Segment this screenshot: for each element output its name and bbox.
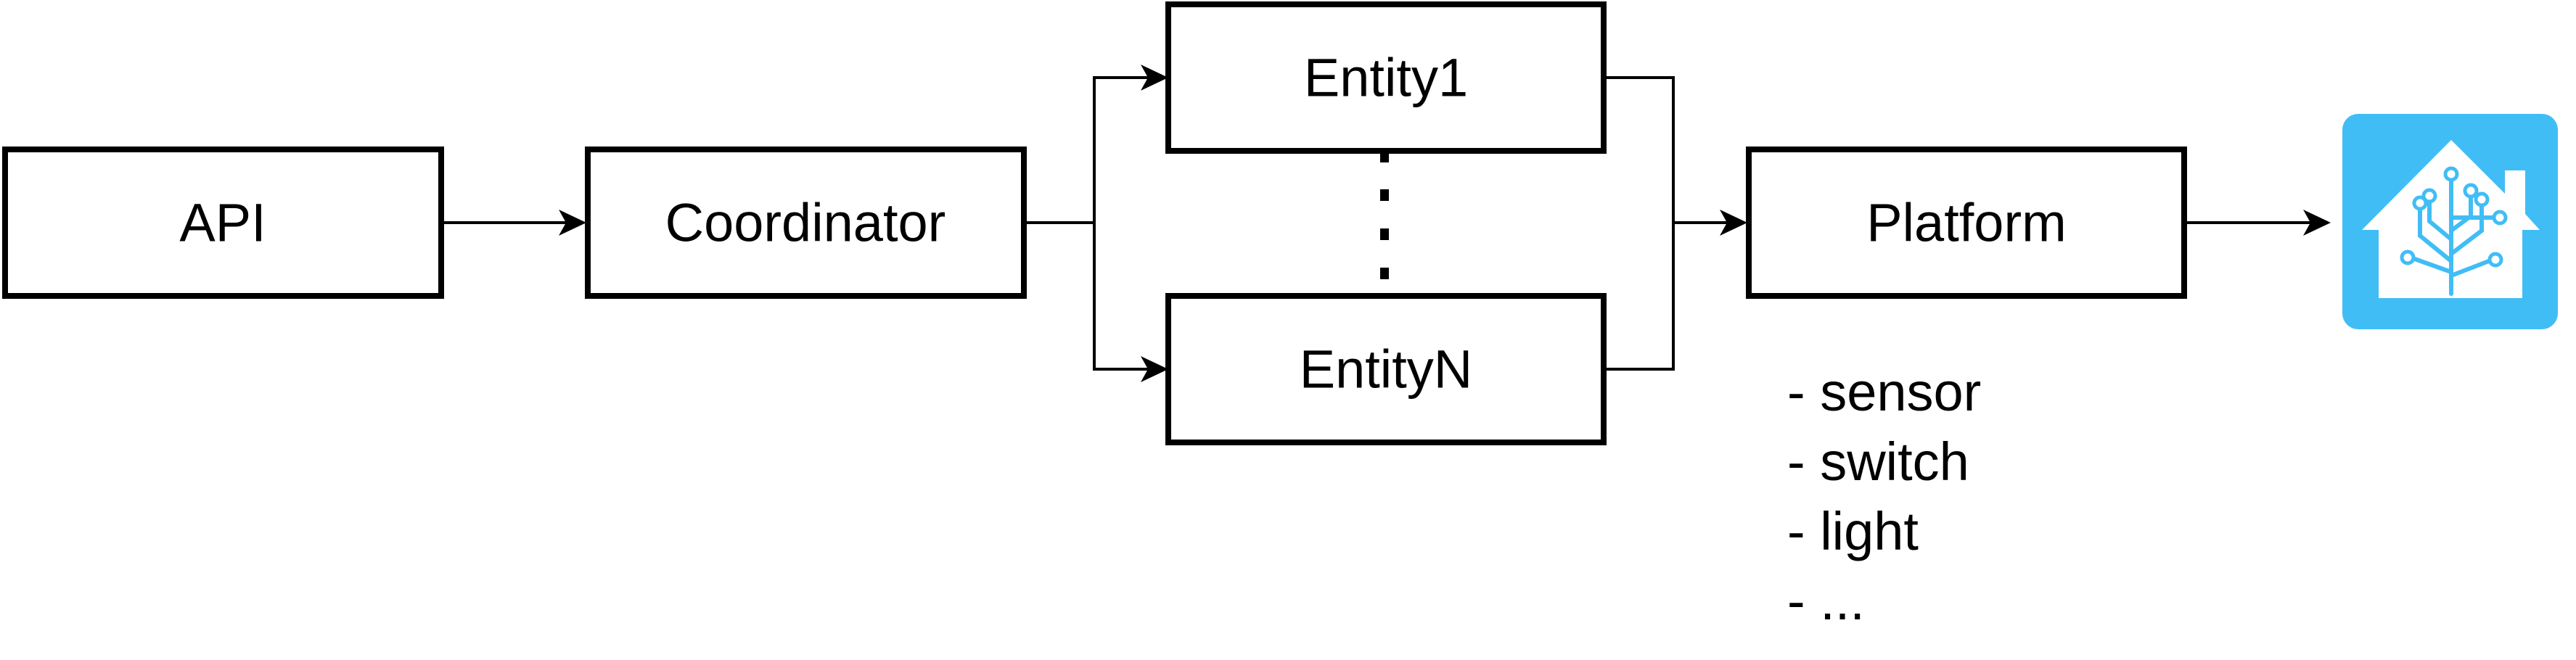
logo-tree-nodes: [2400, 166, 2508, 268]
arrowhead-home-assistant: [2303, 210, 2331, 236]
logo-node: [2412, 195, 2428, 211]
platform-type-item: - light: [1787, 501, 1919, 561]
node-entity-last-box: [1165, 293, 1607, 445]
node-coordinator-label: Coordinator: [665, 193, 946, 253]
node-api-box: [2, 147, 444, 299]
node-entity-last-label: EntityN: [1300, 339, 1473, 400]
logo-tree-branch: [2408, 255, 2453, 274]
ellipsis-dot: [1380, 228, 1389, 240]
node-entity-last: EntityN: [1165, 293, 1607, 445]
ellipsis-dot: [1380, 268, 1389, 279]
logo-tree-branch: [2427, 197, 2453, 242]
home-assistant-icon: [2342, 114, 2558, 329]
logo-node: [2463, 183, 2479, 199]
platform-type-item: - ...: [1787, 571, 1865, 631]
arrowhead-entity-last: [1141, 356, 1168, 382]
ellipsis-dot: [1380, 189, 1389, 201]
node-api: API: [2, 147, 444, 299]
node-entity-first-label: Entity1: [1304, 48, 1468, 108]
logo-tree-branch: [2449, 257, 2495, 278]
connector-entities-platform: [1605, 76, 1730, 371]
node-platform: Platform: [1746, 147, 2187, 299]
logo-node: [2421, 188, 2437, 204]
node-api-label: API: [179, 193, 266, 253]
node-entity-first-box: [1165, 1, 1607, 154]
logo-node: [2400, 249, 2416, 265]
platform-type-list: - sensor - switch - light - ...: [1787, 362, 1981, 631]
platform-type-item: - switch: [1787, 432, 1969, 492]
arrowhead-coordinator: [559, 210, 586, 236]
logo-tree: [2408, 176, 2498, 296]
entity-ellipsis: [1380, 151, 1389, 279]
logo-node: [2443, 166, 2459, 182]
logo-node: [2492, 210, 2508, 226]
node-coordinator-box: [585, 147, 1027, 299]
node-entity-first: Entity1: [1165, 1, 1607, 154]
logo-tree-branch: [2449, 201, 2484, 256]
node-platform-label: Platform: [1866, 193, 2067, 253]
connector-coordinator-branch: [1025, 76, 1151, 371]
connectors: [443, 65, 2331, 382]
logo-node: [2474, 191, 2490, 207]
arrowhead-platform: [1720, 210, 1747, 236]
node-platform-box: [1746, 147, 2187, 299]
logo-node: [2487, 252, 2503, 268]
logo-tree-branch: [2418, 205, 2453, 263]
arrowhead-entity-first: [1141, 65, 1168, 91]
platform-type-item: - sensor: [1787, 362, 1981, 422]
node-coordinator: Coordinator: [585, 147, 1027, 299]
